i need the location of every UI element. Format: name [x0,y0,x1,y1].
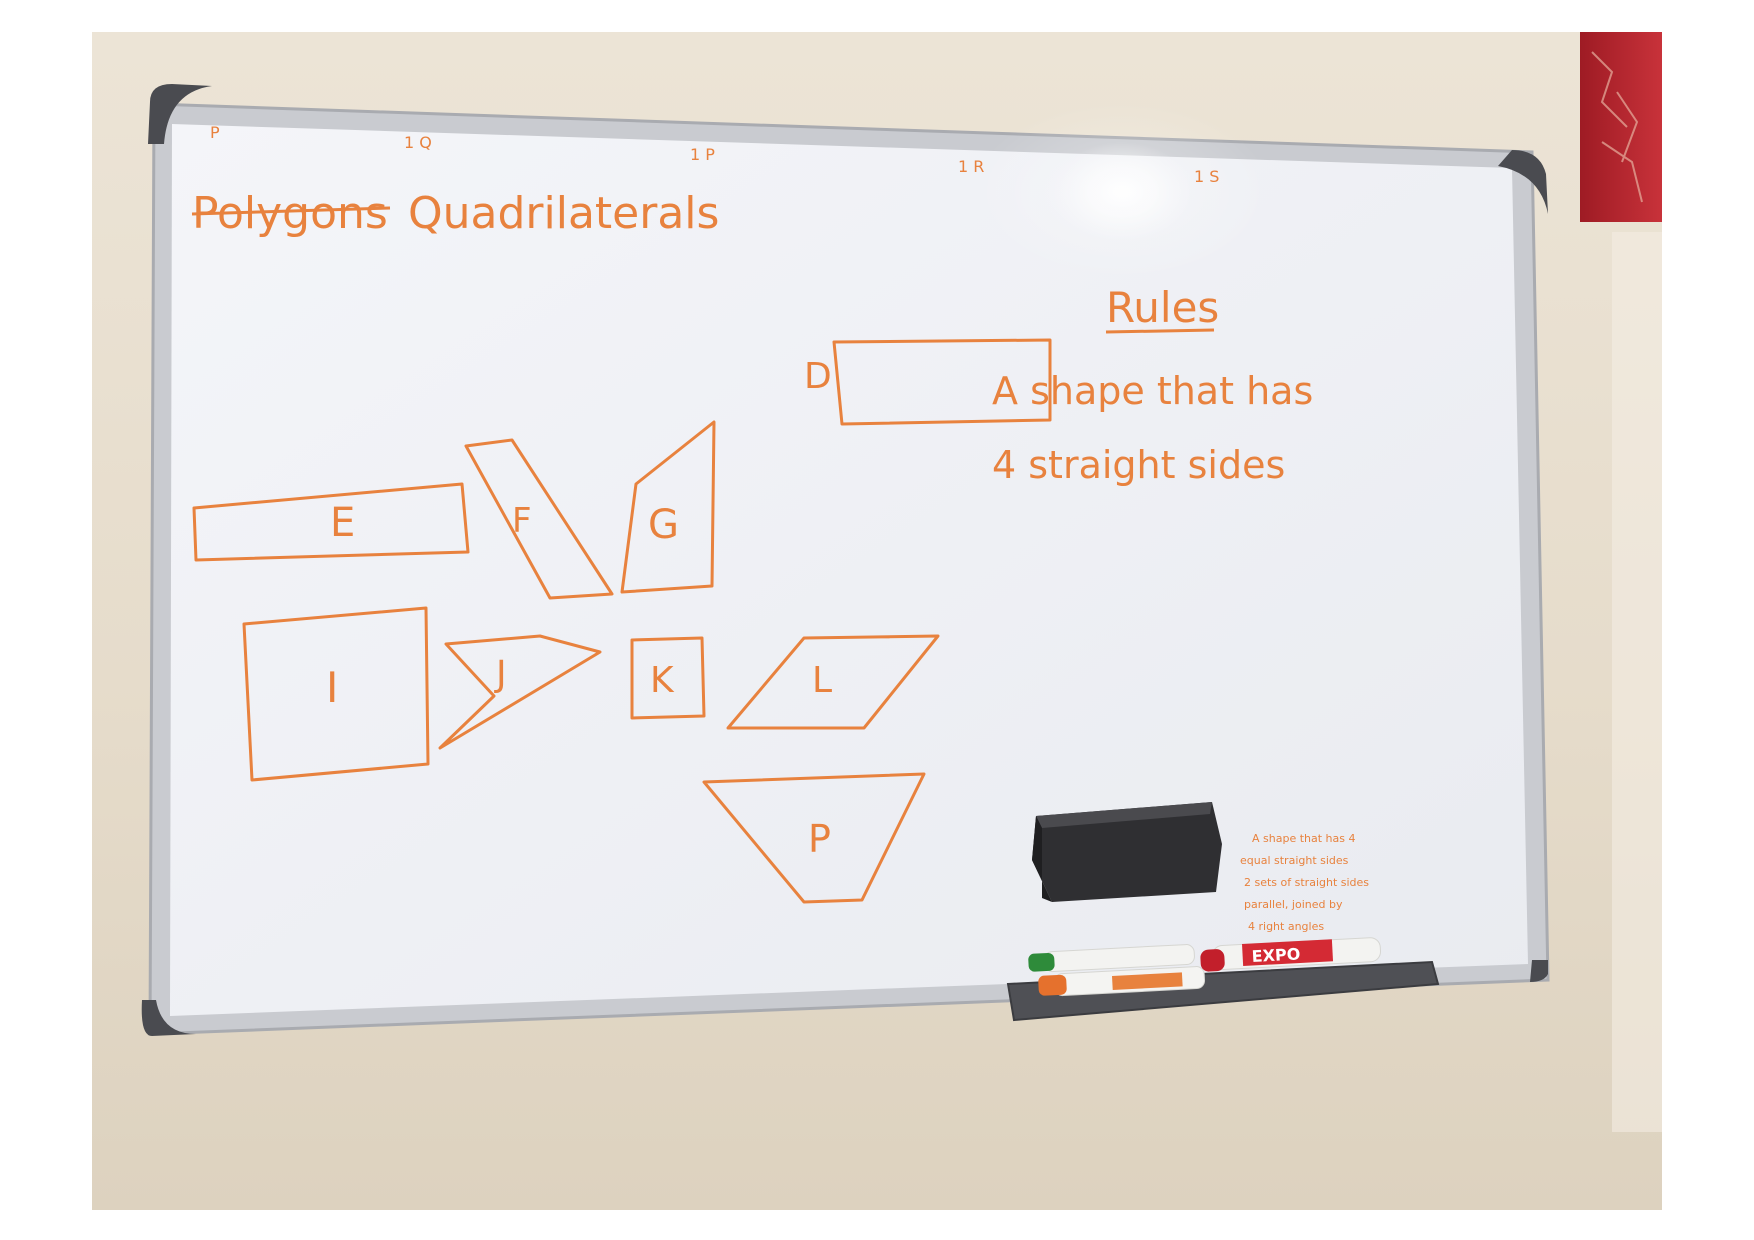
shape-g-label: G [648,502,679,548]
title-quadrilaterals: Quadrilaterals [408,188,719,239]
marker-orange[interactable] [1038,966,1206,997]
shape-j-label: J [494,654,507,695]
top-label-3: 1 P [690,145,715,164]
title-strikethrough [191,206,391,216]
shape-k-square [630,636,706,720]
small-note: A shape that has 4 equal straight sides … [1240,832,1369,933]
shape-f-label: F [512,501,532,541]
small-note-line-1: A shape that has 4 [1252,832,1356,845]
frame-corner-bottom-left [141,1000,196,1036]
small-note-line-5: 4 right angles [1248,920,1324,933]
curtain [1580,32,1662,222]
door-frame [1612,232,1662,1132]
shape-p-trapezoid [702,772,926,904]
shape-i-label: I [326,663,338,712]
top-label-2: 1 Q [404,133,432,152]
frame-corner-top-left [148,84,212,144]
marker-tray [1006,960,1440,1022]
rule-line-2: 4 straight sides [992,443,1285,487]
rule-line-1: A shape that has [992,369,1313,413]
small-note-line-2: equal straight sides [1240,854,1349,867]
shape-e-rectangle [192,482,470,562]
whiteboard-photo: Polygons Quadrilaterals P 1 Q 1 P 1 R 1 … [92,32,1662,1210]
whiteboard [141,84,1550,1036]
shape-i-rectangle [242,606,430,782]
shape-d-label: D [804,356,832,397]
eraser[interactable] [1032,802,1222,902]
shape-e-label: E [330,500,355,546]
frame-corner-top-right [1498,150,1548,214]
small-note-line-4: parallel, joined by [1244,898,1343,911]
top-label-4: 1 R [958,157,984,176]
top-label-5: 1 S [1194,167,1219,186]
marker-brand-label: EXPO [1251,944,1301,966]
shape-d-rectangle [832,338,1052,426]
shape-l-label: L [812,660,832,701]
shape-j-arrowhead [438,634,602,750]
shape-f-parallelogram [464,438,614,600]
shape-k-label: K [650,660,675,701]
shape-p-label: P [808,817,831,861]
small-note-line-3: 2 sets of straight sides [1244,876,1369,889]
shape-g-quadrilateral [620,420,716,594]
shape-l-parallelogram [726,634,940,730]
rules-heading: Rules [1106,283,1219,332]
top-label-1: P [210,123,220,142]
rules-underline [1105,328,1215,334]
marker-red[interactable]: EXPO [1200,937,1382,972]
marker-green[interactable] [1028,944,1195,973]
frame-corner-bottom-right [1530,960,1548,982]
board-surface [170,124,1528,1016]
